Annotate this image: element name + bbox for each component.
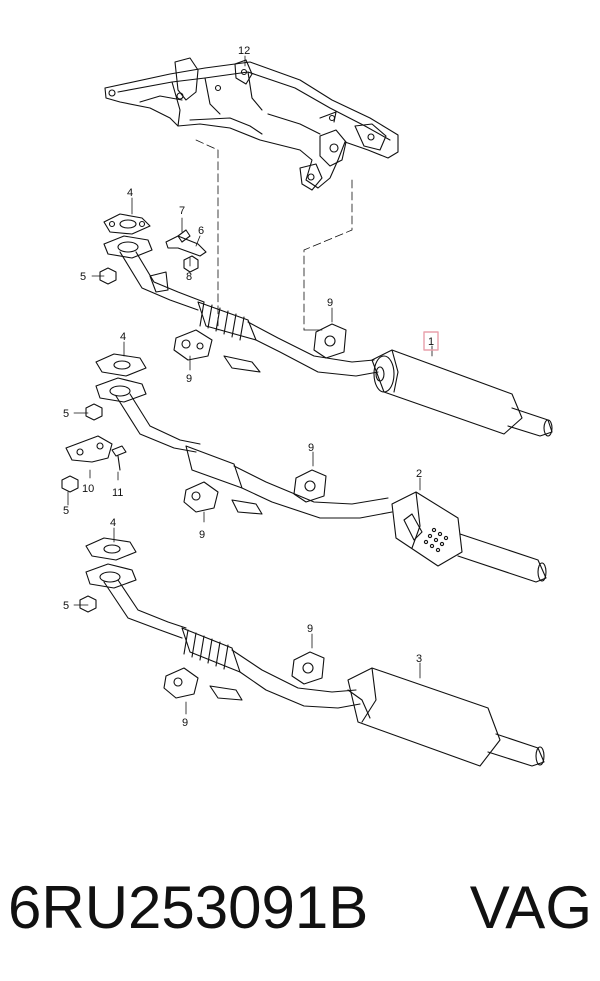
callout-11: 11 (112, 487, 123, 499)
callout-8: 8 (186, 271, 192, 283)
callout-5: 5 (80, 271, 86, 283)
exhaust-assembly-2 (61, 353, 547, 583)
callout-5: 5 (63, 505, 69, 517)
callout-5: 5 (63, 600, 69, 612)
callout-9: 9 (307, 623, 313, 635)
callout-9: 9 (186, 373, 192, 385)
part-number: 6RU253091B (8, 873, 369, 941)
subframe (104, 57, 399, 191)
callout-9: 9 (199, 529, 205, 541)
callout-12: 12 (238, 45, 250, 57)
part-1-highlight (423, 331, 439, 351)
exhaust-assembly-3 (79, 537, 545, 767)
callout-2: 2 (416, 468, 422, 480)
exhaust-assembly-1 (99, 213, 553, 437)
callout-4: 4 (127, 187, 133, 199)
callout-7: 7 (179, 205, 185, 217)
exhaust-system-diagram: 12 4 7 6 5 8 9 1 4 9 5 10 11 5 9 2 9 4 5… (61, 45, 553, 767)
leader-lines (67, 55, 433, 715)
part-caption: 6RU253091B VAG (8, 862, 592, 952)
callout-9: 9 (308, 442, 314, 454)
callout-3: 3 (416, 653, 422, 665)
callout-9: 9 (182, 717, 188, 729)
callout-10: 10 (82, 483, 94, 495)
callout-1: 1 (428, 336, 434, 348)
callout-9: 9 (327, 297, 333, 309)
callout-5: 5 (63, 408, 69, 420)
callout-4: 4 (110, 517, 116, 529)
brand-name: VAG (469, 873, 592, 941)
callout-6: 6 (198, 225, 204, 237)
callout-4: 4 (120, 331, 126, 343)
